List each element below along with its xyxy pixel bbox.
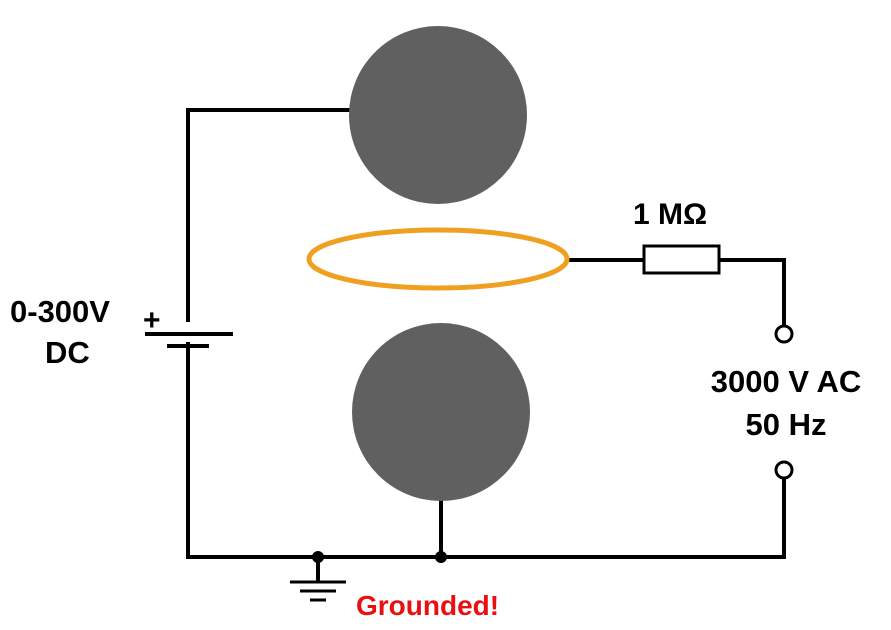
ac-source-label-line2: 50 Hz xyxy=(746,407,827,442)
ground-symbol-icon xyxy=(290,580,346,602)
dc-source-label-line2: DC xyxy=(45,335,90,370)
bottom-sphere xyxy=(352,323,530,501)
wire-battery-to-ground-rail xyxy=(186,342,786,559)
junction-dot-icon xyxy=(312,551,324,563)
resistor-label: 1 MΩ xyxy=(633,198,707,231)
top-sphere xyxy=(349,26,527,204)
dc-polarity-plus: + xyxy=(143,304,161,337)
grounded-label: Grounded! xyxy=(356,590,499,621)
battery-symbol-icon xyxy=(145,332,233,348)
resistor-symbol-icon xyxy=(642,244,721,275)
ac-terminal-top-icon xyxy=(774,324,794,344)
ac-source-label-line1: 3000 V AC xyxy=(711,364,862,399)
junction-dot-icon xyxy=(435,551,447,563)
ac-terminal-bottom-icon xyxy=(774,460,794,480)
dc-source-label-line1: 0-300V xyxy=(10,294,110,329)
wire-resistor-to-ac-terminal xyxy=(717,258,786,327)
wire-top-sphere-to-battery xyxy=(186,108,352,322)
ring-electrode xyxy=(306,227,570,291)
